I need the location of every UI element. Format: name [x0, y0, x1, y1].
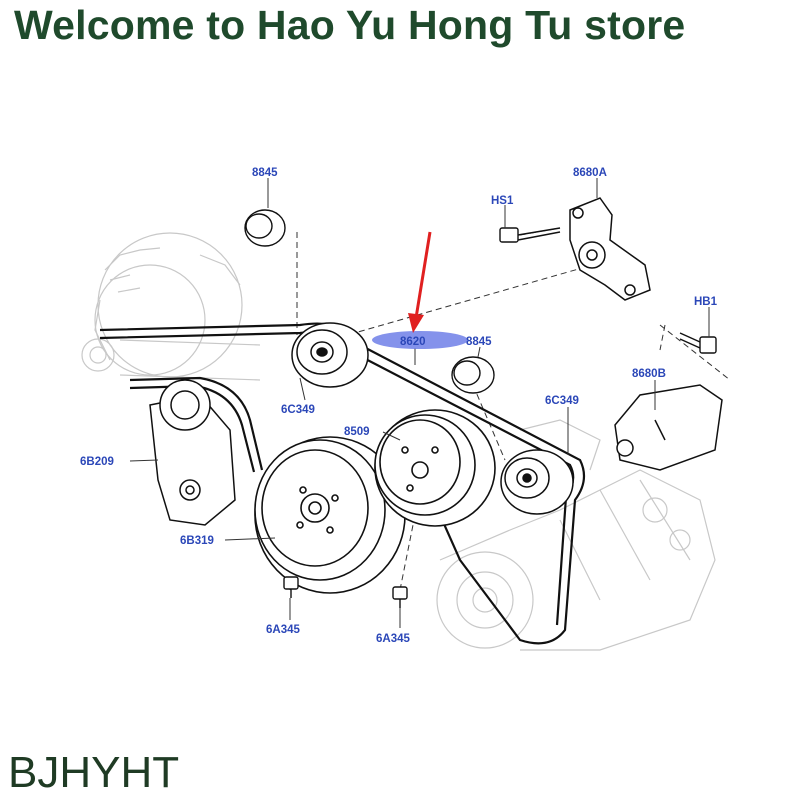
bolt-6a345-right	[392, 586, 408, 608]
callout-6b319: 6B319	[180, 535, 214, 547]
callout-labels: 8845 8680A HS1 HB1 8620 8845 8680B 6C349…	[80, 167, 718, 645]
bolt-hb1	[679, 332, 717, 354]
pulley-cap-middle	[451, 356, 495, 394]
bolt-hs1	[499, 227, 561, 243]
store-banner-title: Welcome to Hao Yu Hong Tu store	[14, 2, 686, 48]
callout-8680b: 8680B	[632, 368, 666, 380]
callout-hs1: HS1	[491, 195, 514, 207]
callout-8845-top: 8845	[252, 167, 278, 179]
highlight-marker	[372, 331, 468, 349]
callout-6c349-left: 6C349	[281, 404, 315, 416]
compressor-outline	[436, 419, 716, 651]
alternator-outline	[81, 232, 261, 381]
callout-8620: 8620	[400, 336, 426, 348]
callout-8680a: 8680A	[573, 167, 607, 179]
callout-6a345-left: 6A345	[266, 624, 300, 636]
bracket-8680a	[569, 197, 651, 301]
pulley-cap-top	[244, 209, 286, 247]
idler-pulley-right	[500, 449, 574, 515]
crankshaft-pulley	[254, 436, 406, 594]
callout-6c349-right: 6C349	[545, 395, 579, 407]
brand-watermark: BJHYHT	[8, 748, 180, 797]
bolt-6a345-left	[283, 576, 299, 598]
callout-6b209: 6B209	[80, 456, 114, 468]
water-pump-pulley	[374, 409, 496, 527]
red-arrow-icon	[408, 231, 432, 333]
leader-lines	[129, 178, 710, 628]
callout-hb1: HB1	[694, 296, 718, 308]
belt-tensioner	[149, 379, 236, 526]
idler-pulley-left	[291, 322, 369, 388]
callout-8845-middle: 8845	[466, 336, 492, 348]
callout-6a345-right: 6A345	[376, 633, 410, 645]
callout-8509: 8509	[344, 426, 370, 438]
bracket-8680b	[614, 384, 723, 471]
